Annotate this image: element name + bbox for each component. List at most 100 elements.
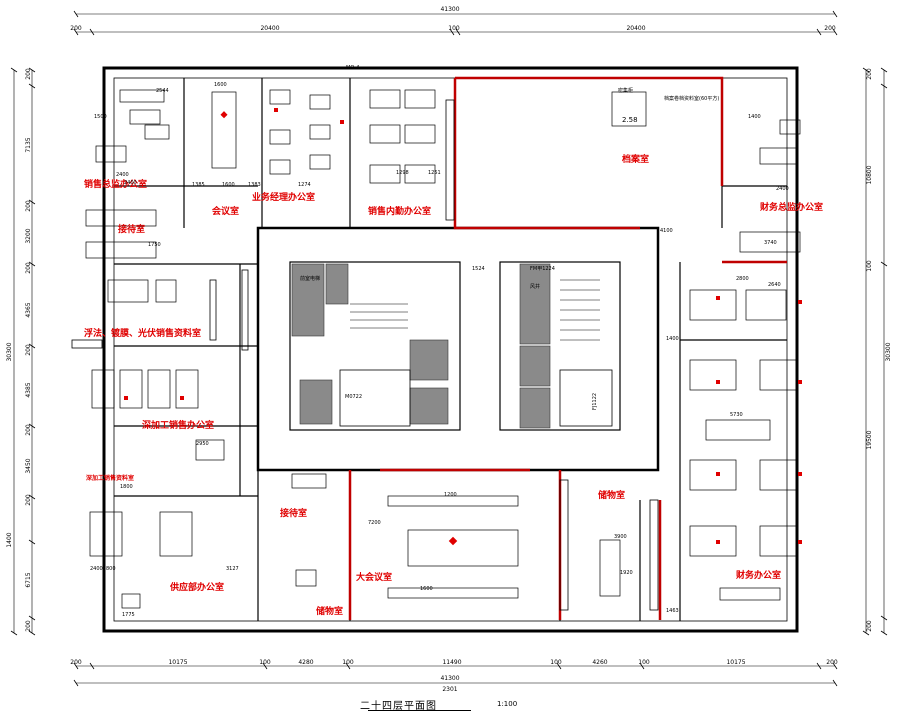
mq-label: MQ-4 bbox=[346, 65, 359, 71]
svg-text:100: 100 bbox=[866, 260, 873, 272]
svg-text:4385: 4385 bbox=[25, 382, 32, 397]
svg-text:1251: 1251 bbox=[428, 170, 441, 176]
dim-bottom-segments: 200 10175 100 4280 100 11490 100 4260 10… bbox=[70, 659, 838, 666]
svg-text:200: 200 bbox=[70, 25, 82, 32]
room-float-data: 浮法、镀膜、光伏销售资料室 bbox=[84, 327, 201, 339]
svg-text:200: 200 bbox=[824, 25, 836, 32]
room-meeting: 会议室 bbox=[212, 205, 239, 217]
furniture bbox=[85, 89, 801, 609]
core-label-m0722: M0722 bbox=[345, 394, 362, 400]
svg-text:2640: 2640 bbox=[768, 282, 781, 288]
svg-text:100: 100 bbox=[259, 659, 271, 666]
svg-text:1400: 1400 bbox=[666, 336, 679, 342]
drawing-scale: 1:100 bbox=[497, 700, 518, 708]
room-finance-office: 财务办公室 bbox=[735, 569, 781, 581]
misc-dim-536: 2301 bbox=[442, 686, 457, 693]
core-label-fj1122: FJ1122 bbox=[592, 393, 598, 410]
svg-text:100: 100 bbox=[638, 659, 650, 666]
svg-text:10175: 10175 bbox=[168, 659, 187, 666]
dim-top-segments: 200 20400 100 20400 200 bbox=[70, 25, 836, 32]
room-finance-director: 财务总监办公室 bbox=[759, 201, 823, 213]
room-supply: 供应部办公室 bbox=[169, 581, 224, 593]
core-label-stair: 前室电梯 bbox=[300, 275, 320, 282]
svg-text:20400: 20400 bbox=[626, 25, 645, 32]
dim-left-segments: 200 7135 200 3200 200 4365 200 4385 200 … bbox=[6, 68, 32, 632]
archive-val: 2.58 bbox=[622, 116, 638, 124]
svg-text:100: 100 bbox=[550, 659, 562, 666]
archive-tag: 密集柜 bbox=[618, 87, 633, 94]
dimension-lines bbox=[10, 10, 888, 687]
red-markers bbox=[124, 108, 802, 546]
svg-text:1920: 1920 bbox=[620, 570, 633, 576]
dim-right-segments: 200 10800 100 19500 200 bbox=[866, 68, 873, 632]
svg-text:2400: 2400 bbox=[90, 566, 103, 572]
svg-text:1383: 1383 bbox=[248, 182, 261, 188]
svg-text:100: 100 bbox=[342, 659, 354, 666]
svg-text:4365: 4365 bbox=[25, 302, 32, 317]
svg-text:3740: 3740 bbox=[764, 240, 777, 246]
room-business-manager: 业务经理办公室 bbox=[252, 191, 315, 203]
svg-text:5730: 5730 bbox=[730, 412, 743, 418]
svg-text:200: 200 bbox=[25, 200, 32, 212]
room-reception-1: 接待室 bbox=[118, 223, 145, 235]
svg-text:7135: 7135 bbox=[25, 137, 32, 152]
svg-text:200: 200 bbox=[25, 344, 32, 356]
svg-text:200: 200 bbox=[866, 620, 873, 632]
svg-text:4260: 4260 bbox=[592, 659, 607, 666]
svg-text:2544: 2544 bbox=[156, 88, 169, 94]
fm-label: FM甲1224 bbox=[530, 266, 555, 272]
dim-right-overall: 30300 bbox=[885, 342, 892, 361]
outer-walls bbox=[102, 66, 799, 633]
svg-text:2950: 2950 bbox=[196, 441, 209, 447]
svg-text:200: 200 bbox=[25, 68, 32, 80]
svg-text:200: 200 bbox=[70, 659, 82, 666]
interior-dims: 1500 2544 2400 1600 1385 1600 1383 1274 … bbox=[90, 82, 789, 618]
svg-text:200: 200 bbox=[25, 262, 32, 274]
svg-text:3900: 3900 bbox=[614, 534, 627, 540]
svg-text:1400: 1400 bbox=[748, 114, 761, 120]
svg-text:20400: 20400 bbox=[260, 25, 279, 32]
core-label-fm: 1524 bbox=[472, 266, 485, 272]
svg-text:200: 200 bbox=[25, 494, 32, 506]
svg-text:1500: 1500 bbox=[94, 114, 107, 120]
svg-text:2800: 2800 bbox=[736, 276, 749, 282]
svg-text:3200: 3200 bbox=[25, 228, 32, 243]
svg-text:7200: 7200 bbox=[368, 520, 381, 526]
room-deep-processing: 深加工销售办公室 bbox=[142, 419, 214, 431]
svg-text:1298: 1298 bbox=[396, 170, 409, 176]
svg-text:200: 200 bbox=[25, 424, 32, 436]
room-deep-data: 深加工销售资料室 bbox=[86, 474, 134, 482]
svg-text:1600: 1600 bbox=[222, 182, 235, 188]
drawing-title: 二十四层平面图 bbox=[360, 701, 437, 712]
core-label-shaft: 风井 bbox=[530, 283, 540, 290]
svg-text:1400: 1400 bbox=[6, 532, 13, 547]
svg-text:200: 200 bbox=[866, 68, 873, 80]
svg-text:2400: 2400 bbox=[124, 180, 137, 186]
room-archive: 档案室 bbox=[622, 153, 649, 165]
svg-text:11490: 11490 bbox=[442, 659, 461, 666]
dim-top-overall: 41300 bbox=[440, 6, 459, 13]
svg-text:4100: 4100 bbox=[660, 228, 673, 234]
title-underline bbox=[368, 710, 471, 711]
svg-text:3450: 3450 bbox=[25, 458, 32, 473]
svg-text:100: 100 bbox=[448, 25, 460, 32]
svg-text:2400: 2400 bbox=[116, 172, 129, 178]
curtain-wall-ribs bbox=[71, 99, 659, 611]
central-core bbox=[256, 226, 660, 472]
svg-text:1600: 1600 bbox=[214, 82, 227, 88]
dim-bottom-overall: 41300 bbox=[440, 675, 459, 682]
room-sales-internal: 销售内勤办公室 bbox=[368, 205, 431, 217]
room-reception-2: 接待室 bbox=[280, 507, 307, 519]
svg-text:2400: 2400 bbox=[776, 186, 789, 192]
room-labels: 销售总监办公室 会议室 业务经理办公室 销售内勤办公室 档案室 财务总监办公室 … bbox=[84, 153, 823, 617]
svg-text:1200: 1200 bbox=[444, 492, 457, 498]
svg-text:3127: 3127 bbox=[226, 566, 239, 572]
room-storage-1: 储物室 bbox=[316, 605, 343, 617]
room-storage-2: 储物室 bbox=[598, 489, 625, 501]
svg-text:1775: 1775 bbox=[122, 612, 135, 618]
svg-text:1274: 1274 bbox=[298, 182, 311, 188]
archive-desc: 档案卷档资料室(60平方) bbox=[664, 95, 719, 102]
svg-text:1600: 1600 bbox=[420, 586, 433, 592]
room-big-meeting: 大会议室 bbox=[356, 571, 392, 583]
